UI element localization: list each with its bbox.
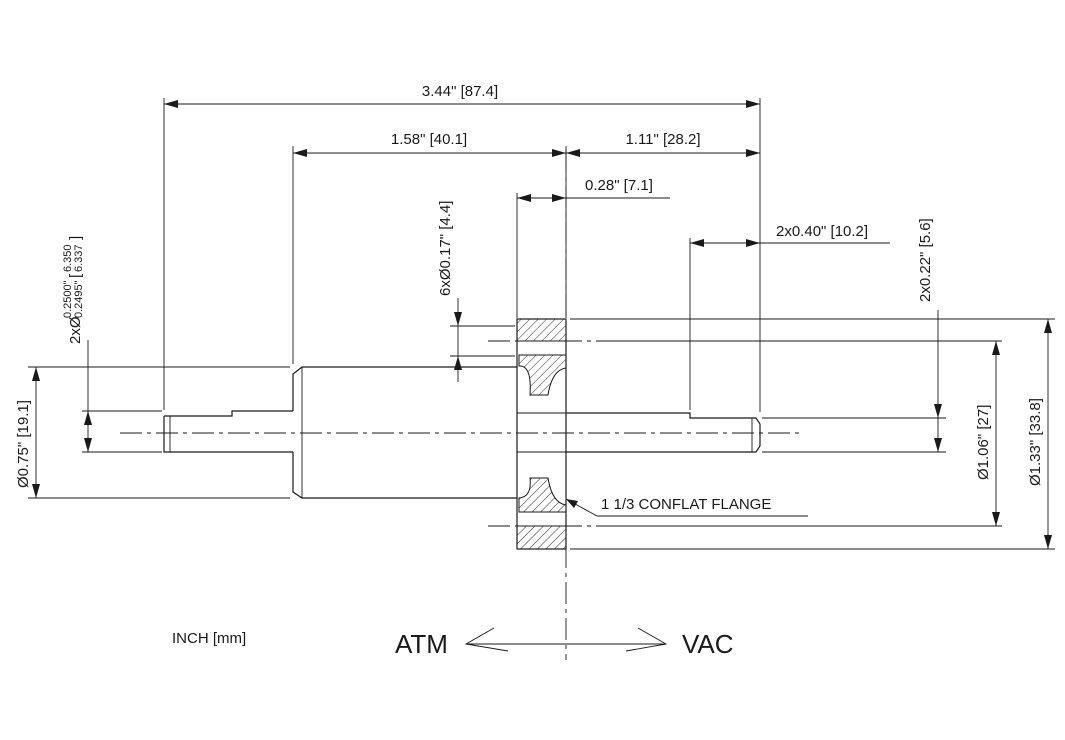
dim-flat-length: 2x0.40" [10.2] (776, 223, 868, 240)
vac-label: VAC (682, 629, 734, 659)
extension-lines (28, 98, 1055, 550)
dim-shaft-bracket-open: [ (67, 273, 84, 278)
dim-shaft-inch-min: 0.2495" (73, 280, 85, 318)
dimension-labels: 3.44" [87.4] 1.58" [40.1] 1.11" [28.2] 0… (15, 83, 1044, 647)
dim-body-diameter: Ø0.75" [19.1] (15, 400, 32, 488)
dim-flat-depth: 2x0.22" [5.6] (917, 218, 934, 302)
dim-bolt-holes: 6xØ0.17" [4.4] (437, 201, 454, 296)
dim-vac-side-length: 1.11" [28.2] (625, 131, 700, 148)
dim-shaft-prefix: 2xØ (67, 316, 84, 344)
dim-shaft-bracket-close: ] (67, 236, 84, 240)
units-label: INCH [mm] (172, 630, 246, 647)
dimension-lines (32, 100, 1052, 549)
center-lines (120, 150, 800, 660)
vac-arrow-icon (625, 627, 668, 652)
dim-shaft-mm-max: 6.350 (62, 244, 74, 272)
flange-callout: 1 1/3 CONFLAT FLANGE (601, 496, 771, 513)
atm-label: ATM (395, 629, 448, 659)
flange-section-hatch (516, 318, 567, 550)
dim-shaft-mm-min: 6.337 (73, 244, 85, 272)
dim-shaft-inch-max: 0.2500" (62, 280, 74, 318)
part-outline (163, 318, 761, 550)
atm-vac-indicator: ATM VAC (395, 627, 734, 659)
dim-atm-side-length: 1.58" [40.1] (391, 131, 467, 148)
dim-flange-diameter: Ø1.33" [33.8] (1027, 398, 1044, 486)
atm-arrow-icon (464, 627, 509, 652)
dim-flange-thickness: 0.28" [7.1] (585, 177, 653, 194)
dim-shaft-diameter: 2xØ 0.2500" 0.2495" [ 6.350 6.337 ] (62, 236, 85, 344)
dim-bolt-circle-diameter: Ø1.06" [27] (975, 405, 992, 480)
dim-overall-length: 3.44" [87.4] (422, 83, 498, 100)
